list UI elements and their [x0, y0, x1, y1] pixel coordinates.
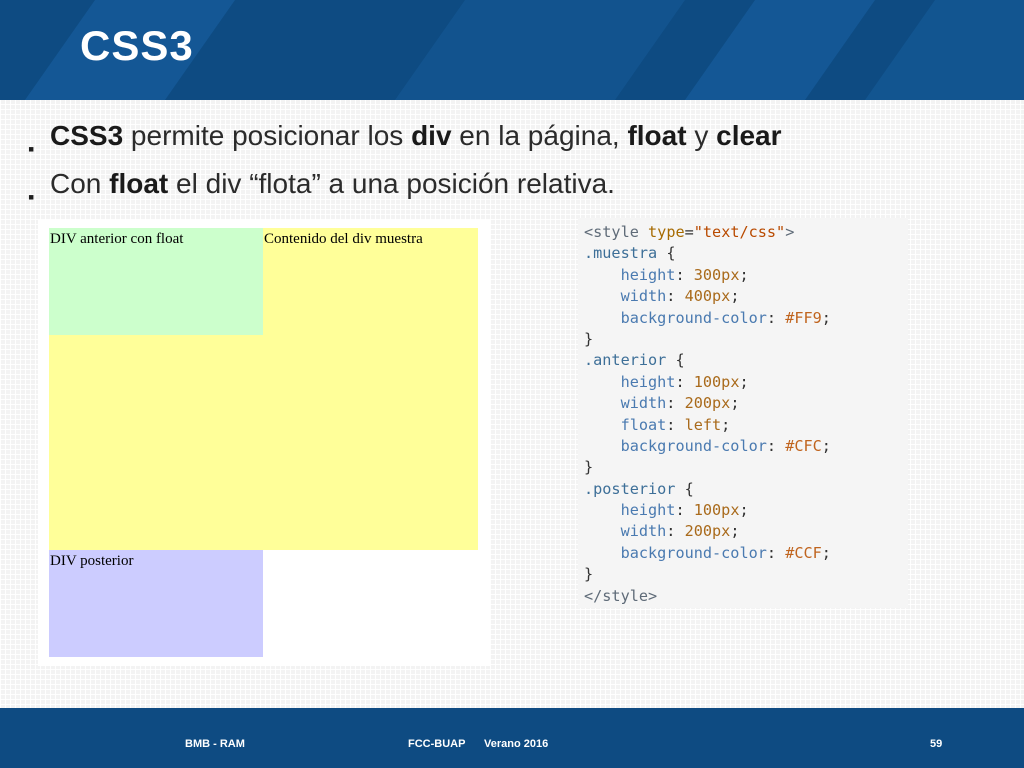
- bullet-bold-text: float: [109, 168, 169, 199]
- slide-footer: BMB - RAM FCC-BUAP Verano 2016 59: [0, 708, 1024, 768]
- code-line: background-color: #FF9;: [620, 308, 831, 327]
- bullet-text: y: [686, 120, 717, 151]
- bullet-text: en la página,: [451, 120, 628, 151]
- code-line: height: 100px;: [620, 372, 749, 391]
- slide-header: CSS3: [0, 0, 1024, 100]
- square-bullet-icon: ▪: [28, 139, 35, 159]
- code-line: width: 400px;: [620, 287, 740, 306]
- code-line: </style>: [584, 586, 658, 605]
- slide-title: CSS3: [80, 22, 194, 69]
- footer-left: BMB - RAM: [185, 738, 245, 750]
- square-bullet-icon: ▪: [28, 187, 35, 207]
- css-code-block: <style type="text/css"> .muestra { heigh…: [578, 218, 908, 608]
- bullet-list: ▪ CSS3 permite posicionar los div en la …: [28, 112, 1008, 208]
- code-line: height: 100px;: [620, 501, 749, 520]
- code-line: background-color: #CFC;: [620, 436, 831, 455]
- code-line: }: [584, 329, 594, 348]
- header-facet: [864, 0, 1024, 100]
- header-facet: [684, 0, 876, 100]
- code-line: float: left;: [620, 415, 731, 434]
- bullet-item: ▪ CSS3 permite posicionar los div en la …: [28, 112, 1008, 160]
- footer-center: FCC-BUAP: [408, 738, 466, 750]
- posterior-div: DIV posterior: [49, 550, 263, 657]
- footer-season: Verano 2016: [484, 738, 549, 750]
- code-line: .anterior {: [584, 351, 685, 370]
- float-demo-screenshot: DIV anterior con float Contenido del div…: [38, 220, 490, 666]
- bullet-bold-text: div: [411, 120, 452, 151]
- header-facet: [394, 0, 686, 100]
- code-line: width: 200px;: [620, 522, 740, 541]
- code-line: .posterior {: [584, 479, 694, 498]
- page-number: 59: [930, 738, 943, 750]
- bullet-text: el div “flota” a una posición relativa.: [168, 168, 615, 199]
- bullet-bold-text: clear: [716, 120, 782, 151]
- bullet-bold-text: CSS3: [50, 120, 124, 151]
- code-line: background-color: #CCF;: [620, 543, 831, 562]
- code-line: height: 300px;: [620, 265, 749, 284]
- anterior-div: DIV anterior con float: [49, 228, 263, 335]
- code-line: }: [584, 458, 594, 477]
- code-line: }: [584, 565, 594, 584]
- bullet-text: Con: [50, 168, 110, 199]
- bullet-item: ▪ Con float el div “flota” a una posició…: [28, 160, 1008, 208]
- bullet-text: permite posicionar los: [123, 120, 412, 151]
- code-line: <style type="text/css">: [584, 223, 795, 241]
- muestra-div-label: Contenido del div muestra: [264, 231, 423, 247]
- code-line: width: 200px;: [620, 394, 740, 413]
- bullet-bold-text: float: [627, 120, 687, 151]
- code-line: .muestra {: [584, 244, 676, 263]
